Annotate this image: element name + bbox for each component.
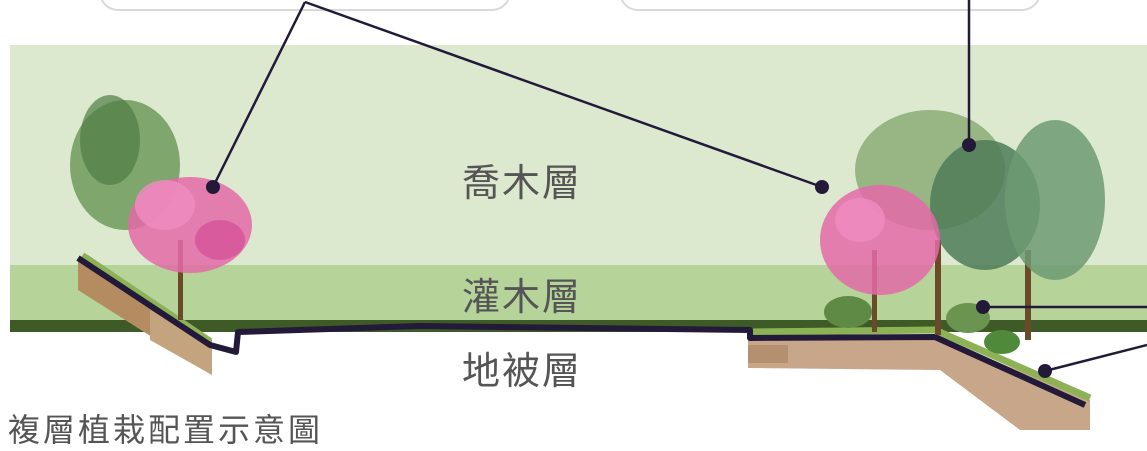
right-grid-block xyxy=(748,345,788,363)
marker-blossom-left xyxy=(206,180,220,194)
left-trunk xyxy=(178,240,183,320)
callout-box-right xyxy=(620,0,1040,11)
left-bank-grid xyxy=(150,310,212,375)
leader-blossom-right xyxy=(304,0,823,189)
right-tree-canopy-3 xyxy=(1005,120,1105,280)
marker-blossom-right xyxy=(815,180,829,194)
left-tree-group xyxy=(70,95,252,320)
ground-layer-label: 地被層 xyxy=(462,349,583,393)
callout-box-left xyxy=(100,0,510,11)
ground-cover-plant xyxy=(984,330,1020,354)
shrub-layer-label: 灌木層 xyxy=(462,275,583,319)
planting-diagram: 喬木層 灌木層 地被層 複層植栽配置示意圖 xyxy=(8,0,1147,449)
leader-blossom-left xyxy=(211,1,307,188)
tree-layer-label: 喬木層 xyxy=(462,161,583,205)
right-blossom-tree xyxy=(820,185,940,295)
shrub-1 xyxy=(824,296,872,328)
leader-ground xyxy=(1044,343,1147,373)
marker-ground xyxy=(1038,364,1052,378)
marker-shrub xyxy=(976,300,990,314)
diagram-canvas xyxy=(10,0,1147,430)
ground-profile-line xyxy=(76,255,1087,408)
right-bank-soil xyxy=(748,336,1090,430)
diagram-caption: 複層植栽配置示意圖 xyxy=(8,411,324,449)
marker-canopy xyxy=(962,138,976,152)
leader-lines xyxy=(211,0,1147,373)
